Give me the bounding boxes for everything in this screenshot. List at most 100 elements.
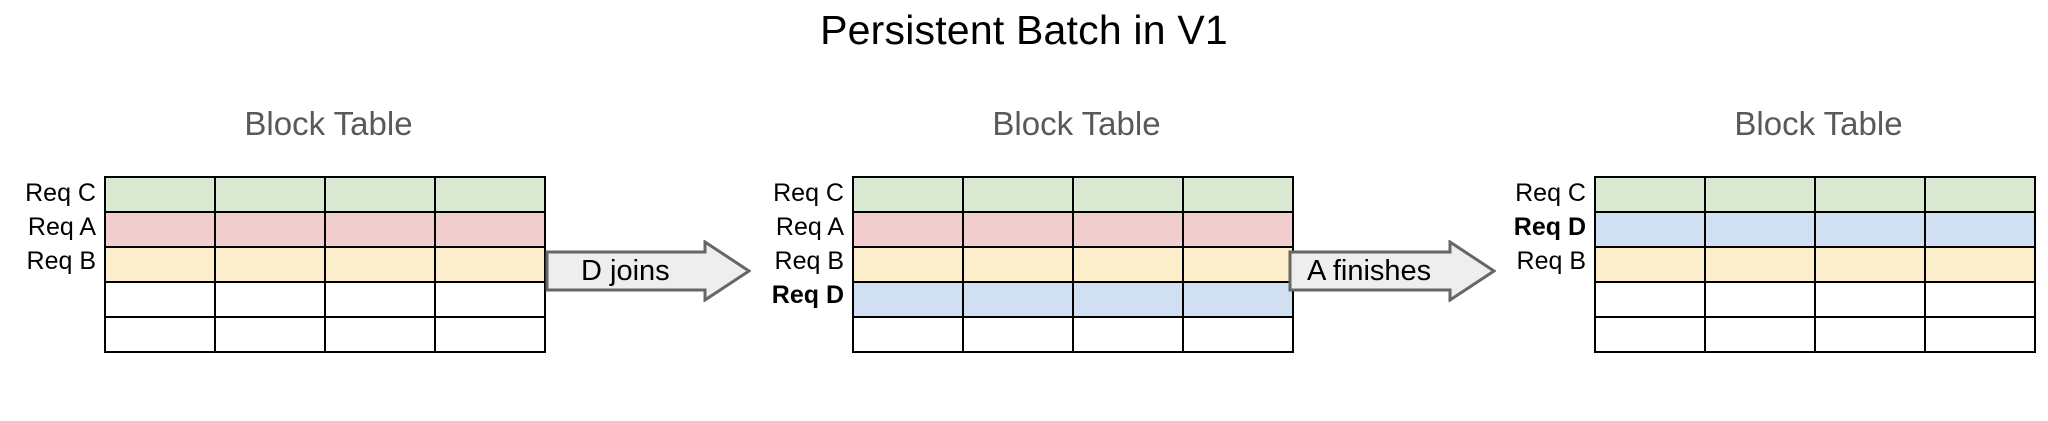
table-row — [852, 246, 1294, 283]
block-cell — [1072, 316, 1184, 353]
block-cell — [1814, 211, 1926, 248]
block-cell — [214, 316, 326, 353]
row-label: Req D — [771, 281, 844, 309]
block-cell — [1814, 281, 1926, 318]
table-row — [852, 316, 1294, 353]
block-cell — [1072, 281, 1184, 318]
block-cell — [104, 176, 216, 213]
block-cell — [1704, 316, 1816, 353]
row-label: Req A — [775, 213, 844, 241]
transition-arrow-d-joins: D joins — [545, 240, 751, 302]
block-cell — [1072, 176, 1184, 213]
row-label-column: Req C Req D Req B — [1490, 176, 1594, 346]
row-label: Req A — [27, 213, 96, 241]
block-cell — [1704, 281, 1816, 318]
block-cell — [434, 246, 546, 283]
block-table-heading: Block Table — [992, 105, 1161, 142]
block-cell — [434, 211, 546, 248]
block-cell — [214, 176, 326, 213]
block-cell — [962, 211, 1074, 248]
row-label: Req D — [1513, 213, 1586, 241]
block-cell — [962, 281, 1074, 318]
block-cell — [852, 176, 964, 213]
block-table-grid — [104, 176, 546, 353]
table-row — [104, 246, 546, 283]
block-cell — [852, 316, 964, 353]
block-cell — [962, 246, 1074, 283]
row-label: Req C — [1515, 179, 1586, 207]
block-table-heading: Block Table — [244, 105, 413, 142]
block-table-grid — [852, 176, 1294, 353]
block-cell — [434, 316, 546, 353]
table-row — [1594, 316, 2036, 353]
block-cell — [1594, 211, 1706, 248]
block-cell — [962, 176, 1074, 213]
block-arrow-right-icon — [1288, 240, 1496, 302]
block-cell — [1814, 176, 1926, 213]
table-row — [104, 211, 546, 248]
block-cell — [1594, 176, 1706, 213]
block-cell — [324, 176, 436, 213]
block-cell — [1924, 176, 2036, 213]
block-cell — [1924, 281, 2036, 318]
block-cell — [1072, 211, 1184, 248]
row-label: Req C — [25, 179, 96, 207]
row-label: Req B — [1516, 247, 1586, 275]
block-table-wrapper: Req C Req A Req B Req D — [748, 176, 1294, 353]
table-row — [104, 176, 546, 213]
block-cell — [324, 246, 436, 283]
table-row — [104, 281, 546, 318]
transition-arrow-a-finishes: A finishes — [1288, 240, 1496, 302]
block-cell — [214, 281, 326, 318]
block-cell — [324, 281, 436, 318]
block-cell — [852, 281, 964, 318]
table-row — [104, 316, 546, 353]
block-cell — [1594, 281, 1706, 318]
block-cell — [104, 211, 216, 248]
block-table-wrapper: Req C Req A Req B — [0, 176, 546, 353]
block-table-heading: Block Table — [1734, 105, 1903, 142]
block-cell — [1814, 316, 1926, 353]
block-cell — [104, 246, 216, 283]
table-row — [1594, 281, 2036, 318]
table-row — [1594, 176, 2036, 213]
row-label-column: Req C Req A Req B — [0, 176, 104, 346]
block-cell — [962, 316, 1074, 353]
table-row — [1594, 211, 2036, 248]
block-cell — [434, 176, 546, 213]
block-cell — [434, 281, 546, 318]
block-cell — [324, 316, 436, 353]
block-cell — [1182, 316, 1294, 353]
block-cell — [104, 281, 216, 318]
block-cell — [324, 211, 436, 248]
table-row — [1594, 246, 2036, 283]
block-cell — [1182, 211, 1294, 248]
block-cell — [1704, 176, 1816, 213]
page-title: Persistent Batch in V1 — [820, 7, 1228, 53]
block-cell — [1182, 246, 1294, 283]
block-table-grid — [1594, 176, 2036, 353]
row-label: Req C — [773, 179, 844, 207]
block-cell — [1704, 246, 1816, 283]
table-row — [852, 281, 1294, 318]
block-cell — [214, 211, 326, 248]
block-cell — [852, 211, 964, 248]
block-cell — [1182, 176, 1294, 213]
block-cell — [1924, 316, 2036, 353]
block-cell — [1594, 246, 1706, 283]
row-label-column: Req C Req A Req B Req D — [748, 176, 852, 346]
block-cell — [214, 246, 326, 283]
block-cell — [104, 316, 216, 353]
row-label: Req B — [774, 247, 844, 275]
row-label: Req B — [26, 247, 96, 275]
block-cell — [1072, 246, 1184, 283]
block-cell — [1182, 281, 1294, 318]
block-cell — [1924, 211, 2036, 248]
block-cell — [1594, 316, 1706, 353]
block-table-wrapper: Req C Req D Req B — [1490, 176, 2036, 353]
block-cell — [1704, 211, 1816, 248]
block-arrow-right-icon — [545, 240, 751, 302]
block-cell — [1924, 246, 2036, 283]
block-cell — [1814, 246, 1926, 283]
table-row — [852, 211, 1294, 248]
